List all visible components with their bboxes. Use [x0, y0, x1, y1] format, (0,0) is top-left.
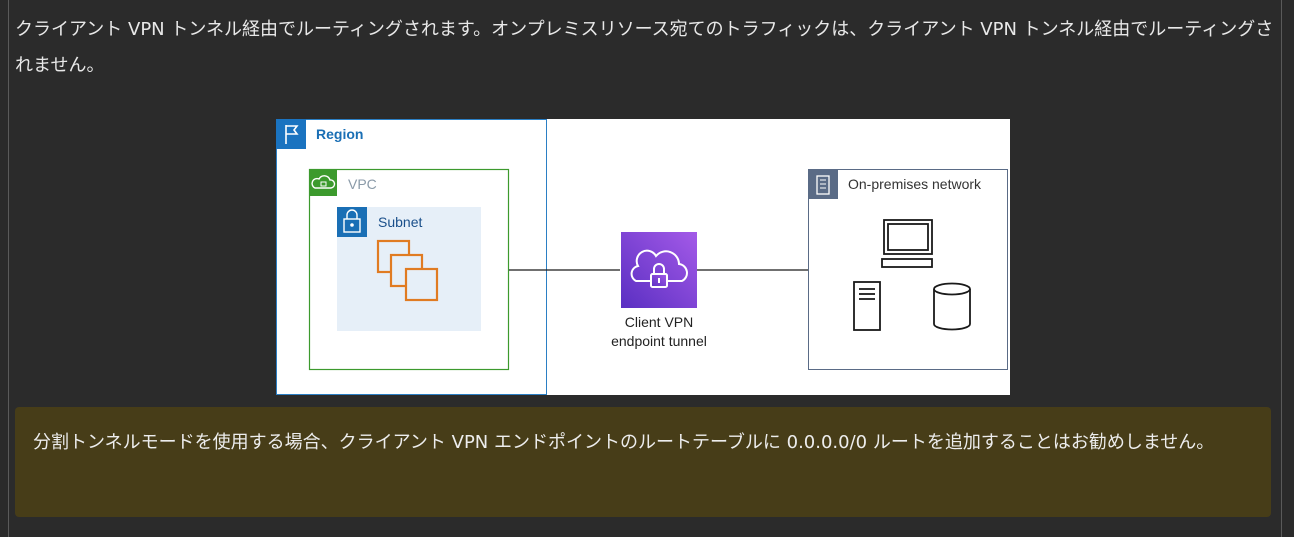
- database-icon: [933, 282, 971, 331]
- note-text: 分割トンネルモードを使用する場合、クライアント VPN エンドポイントのルートテ…: [33, 432, 1215, 453]
- onprem-building-icon: [808, 169, 838, 199]
- desktop-icon: [881, 219, 933, 268]
- subnet-label: Subnet: [378, 214, 422, 230]
- server-icon: [853, 281, 881, 331]
- onprem-box: [808, 169, 1008, 370]
- onprem-label: On-premises network: [848, 176, 982, 192]
- vpc-label: VPC: [348, 176, 377, 192]
- subnet-lock-icon: [337, 207, 367, 237]
- warning-note: 分割トンネルモードを使用する場合、クライアント VPN エンドポイントのルートテ…: [15, 407, 1271, 517]
- client-vpn-icon: [621, 232, 697, 308]
- instances-icon: [376, 239, 439, 302]
- region-label: Region: [316, 126, 363, 142]
- intro-paragraph: クライアント VPN トンネル経由でルーティングされます。オンプレミスリソース宛…: [15, 19, 1274, 76]
- network-diagram: Region VPC Subnet: [276, 119, 1010, 395]
- endpoint-label-line1: Client VPN: [625, 314, 693, 330]
- vpc-cloud-icon: [309, 169, 337, 196]
- region-flag-icon: [276, 119, 306, 149]
- endpoint-label-line2: endpoint tunnel: [611, 333, 707, 349]
